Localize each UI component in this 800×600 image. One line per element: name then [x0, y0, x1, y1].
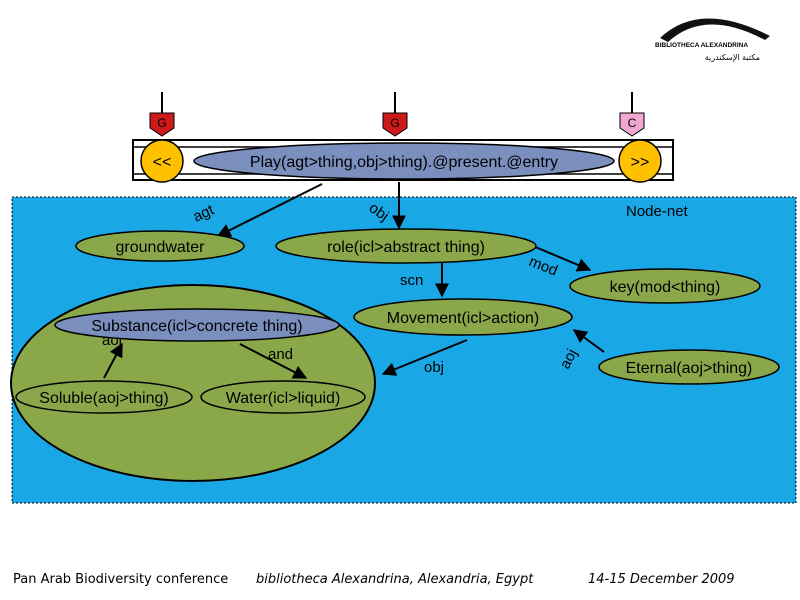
- panel-title: Node-net: [626, 203, 689, 220]
- next-button-label: >>: [631, 154, 650, 171]
- edge-agt: [216, 183, 323, 237]
- footer-conference: Pan Arab Biodiversity conference: [13, 572, 229, 587]
- edge-mod: [532, 245, 592, 272]
- prev-button[interactable]: <<: [140, 139, 184, 183]
- node-role[interactable]: role(icl>abstract thing): [275, 228, 537, 264]
- tag-c-right: C: [619, 92, 645, 137]
- node-movement[interactable]: Movement(icl>action): [353, 298, 573, 336]
- edge-and-label: and: [268, 346, 293, 363]
- prev-button-label: <<: [153, 154, 172, 171]
- node-soluble[interactable]: Soluble(aoj>thing): [15, 380, 193, 414]
- footer-venue: bibliotheca Alexandrina, Alexandria, Egy…: [256, 572, 534, 587]
- node-substance-label: Substance(icl>concrete thing): [91, 318, 302, 335]
- node-role-label: role(icl>abstract thing): [327, 239, 485, 256]
- node-key-label: key(mod<thing): [610, 279, 721, 296]
- tag-label: G: [157, 116, 166, 130]
- node-eternal-label: Eternal(aoj>thing): [626, 360, 753, 377]
- tag-g-left: G: [149, 92, 175, 137]
- node-play-label: Play(agt>thing,obj>thing).@present.@entr…: [250, 154, 558, 171]
- logo-line-en: BIBLIOTHECA ALEXANDRINA: [655, 42, 748, 49]
- node-water-label: Water(icl>liquid): [226, 390, 341, 407]
- logo-line-ar: مكتبة الإسكندرية: [705, 53, 760, 63]
- node-groundwater[interactable]: groundwater: [75, 230, 245, 262]
- node-groundwater-label: groundwater: [116, 239, 206, 256]
- footer-date: 14-15 December 2009: [588, 572, 735, 587]
- node-movement-label: Movement(icl>action): [387, 310, 540, 327]
- tag-label: C: [628, 116, 637, 130]
- edge-obj-mid-label: obj: [424, 359, 444, 376]
- node-water[interactable]: Water(icl>liquid): [200, 380, 366, 414]
- node-eternal[interactable]: Eternal(aoj>thing): [598, 349, 780, 385]
- node-soluble-label: Soluble(aoj>thing): [39, 390, 168, 407]
- edge-aoj-left: [103, 342, 123, 379]
- tag-g-center: G: [382, 92, 408, 137]
- edge-aoj-right: [572, 329, 605, 353]
- node-substance[interactable]: Substance(icl>concrete thing): [54, 308, 340, 342]
- edge-scn-label: scn: [400, 272, 423, 289]
- node-key[interactable]: key(mod<thing): [569, 268, 761, 304]
- edge-obj-mid: [381, 339, 468, 376]
- bibliotheca-logo: BIBLIOTHECA ALEXANDRINA مكتبة الإسكندرية: [655, 18, 770, 63]
- tag-label: G: [390, 116, 399, 130]
- node-play[interactable]: Play(agt>thing,obj>thing).@present.@entr…: [193, 142, 615, 180]
- next-button[interactable]: >>: [618, 139, 662, 183]
- edge-and: [239, 343, 308, 379]
